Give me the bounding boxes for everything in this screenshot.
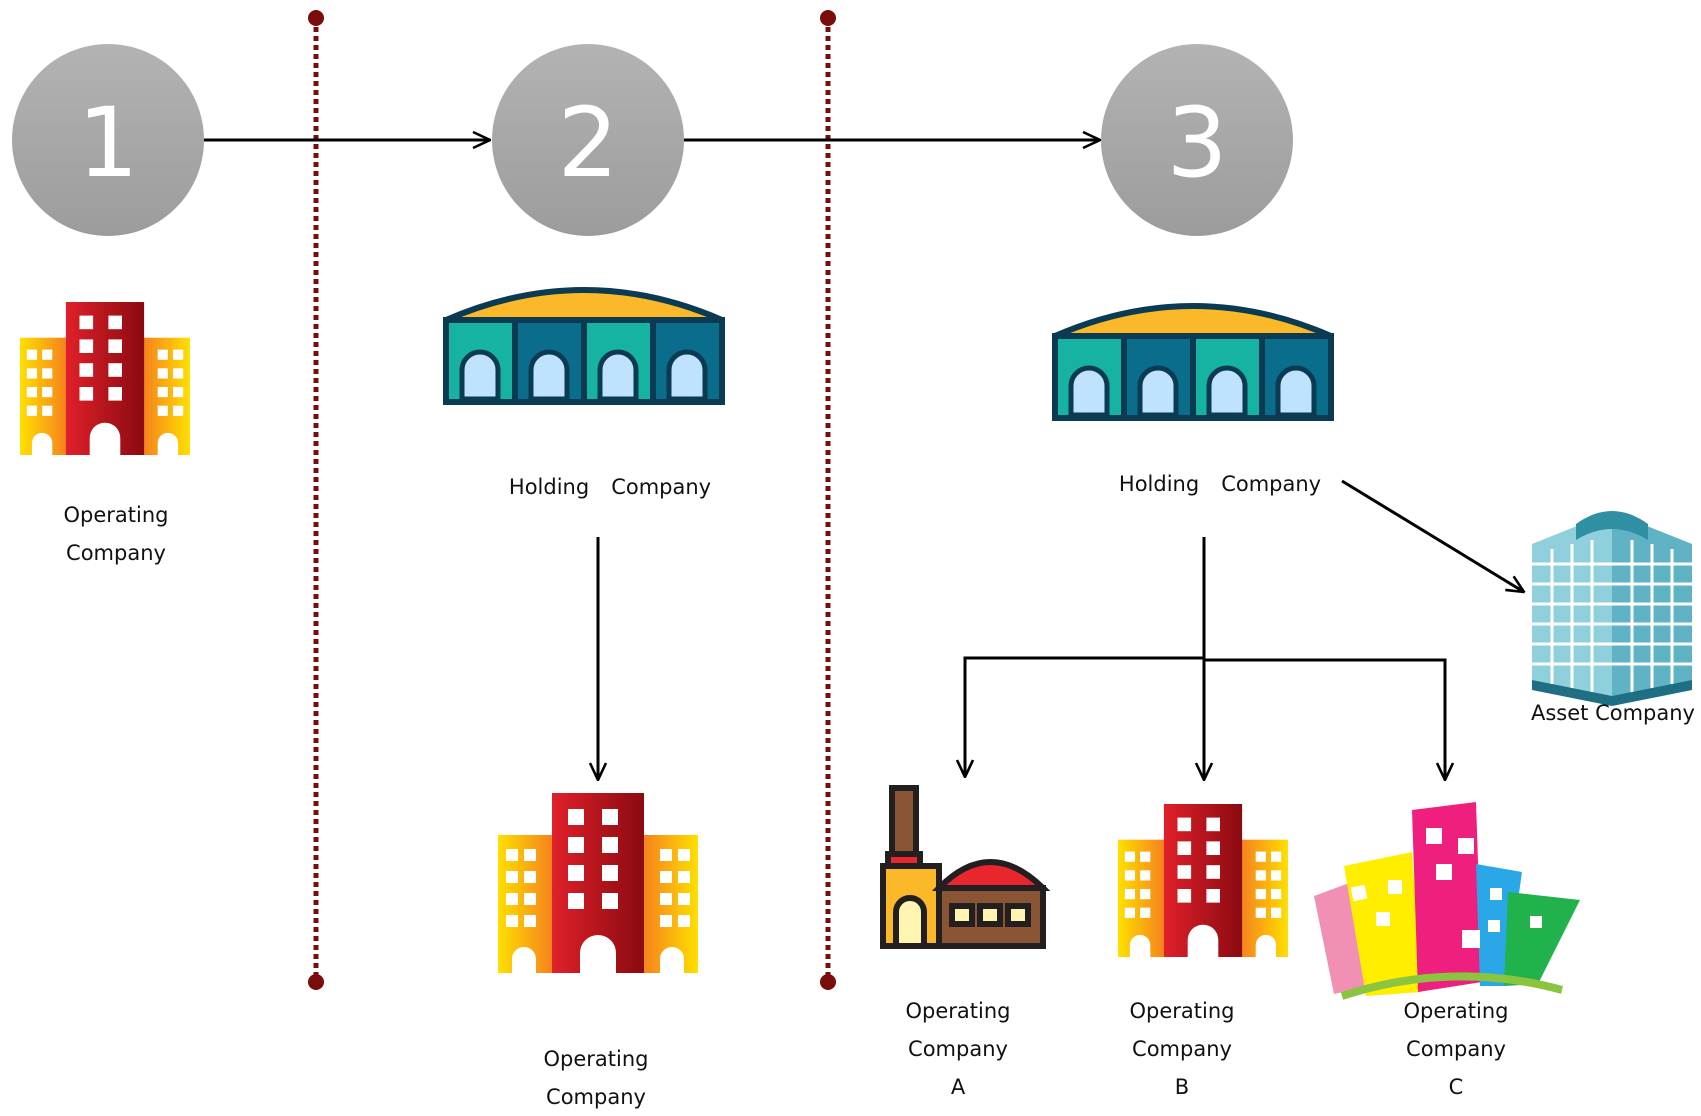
label-line: Operating: [905, 999, 1011, 1023]
label-word: Company: [1221, 472, 1322, 496]
step-number-2: 2: [557, 87, 618, 199]
label-line: Company: [1132, 1037, 1232, 1061]
label-line: Operating: [1403, 999, 1509, 1023]
arrow-holding-to-company-a: [965, 656, 1204, 777]
label-line: C: [1448, 1075, 1464, 1099]
step-number-1: 1: [77, 87, 138, 199]
label-line: Company: [546, 1085, 646, 1109]
stage3-holding-company-label: Holding Company: [1108, 465, 1332, 503]
factory-icon: [880, 785, 1051, 949]
label-line: Asset Company: [1531, 701, 1695, 725]
skyscraper-icon: [1532, 511, 1692, 706]
label-line: B: [1174, 1075, 1190, 1099]
operating-company-b-label: Operating Company B: [1104, 992, 1260, 1106]
warehouse-icon: [1055, 306, 1331, 418]
divider-1: [308, 10, 324, 990]
label-line: Company: [908, 1037, 1008, 1061]
label-word: Holding: [508, 475, 590, 499]
warehouse-icon: [446, 290, 722, 402]
label-line: Operating: [543, 1047, 649, 1071]
label-line: Holding Company: [498, 468, 722, 506]
arrow-holding-to-asset: [1341, 479, 1524, 592]
divider-2: [820, 10, 836, 990]
asset-company-label: Asset Company: [1528, 694, 1698, 732]
stage1-operating-company-label: Operating Company: [38, 496, 194, 572]
label-line: Operating: [1129, 999, 1235, 1023]
stage2-operating-company-label: Operating Company: [518, 1040, 674, 1116]
label-line: A: [950, 1075, 966, 1099]
label-word: Company: [611, 475, 712, 499]
label-line: Company: [1406, 1037, 1506, 1061]
office-building-icon: [20, 302, 190, 455]
operating-company-c-label: Operating Company C: [1378, 992, 1534, 1106]
label-line: Company: [66, 541, 166, 565]
label-word: Holding: [1118, 472, 1200, 496]
office-building-icon: [498, 793, 698, 973]
stage2-holding-company-label: Holding Company: [498, 468, 722, 506]
label-line: Operating: [63, 503, 169, 527]
operating-company-a-label: Operating Company A: [880, 992, 1036, 1106]
step-circle-3: 3: [1101, 44, 1293, 236]
step-number-3: 3: [1166, 87, 1227, 199]
label-line: Holding Company: [1108, 465, 1332, 503]
step-circle-2: 2: [492, 44, 684, 236]
step-circle-1: 1: [12, 44, 204, 236]
office-building-icon: [1118, 804, 1288, 957]
colorful-buildings-icon: [1314, 802, 1580, 1000]
arrow-holding-to-company-c: [1204, 658, 1445, 780]
